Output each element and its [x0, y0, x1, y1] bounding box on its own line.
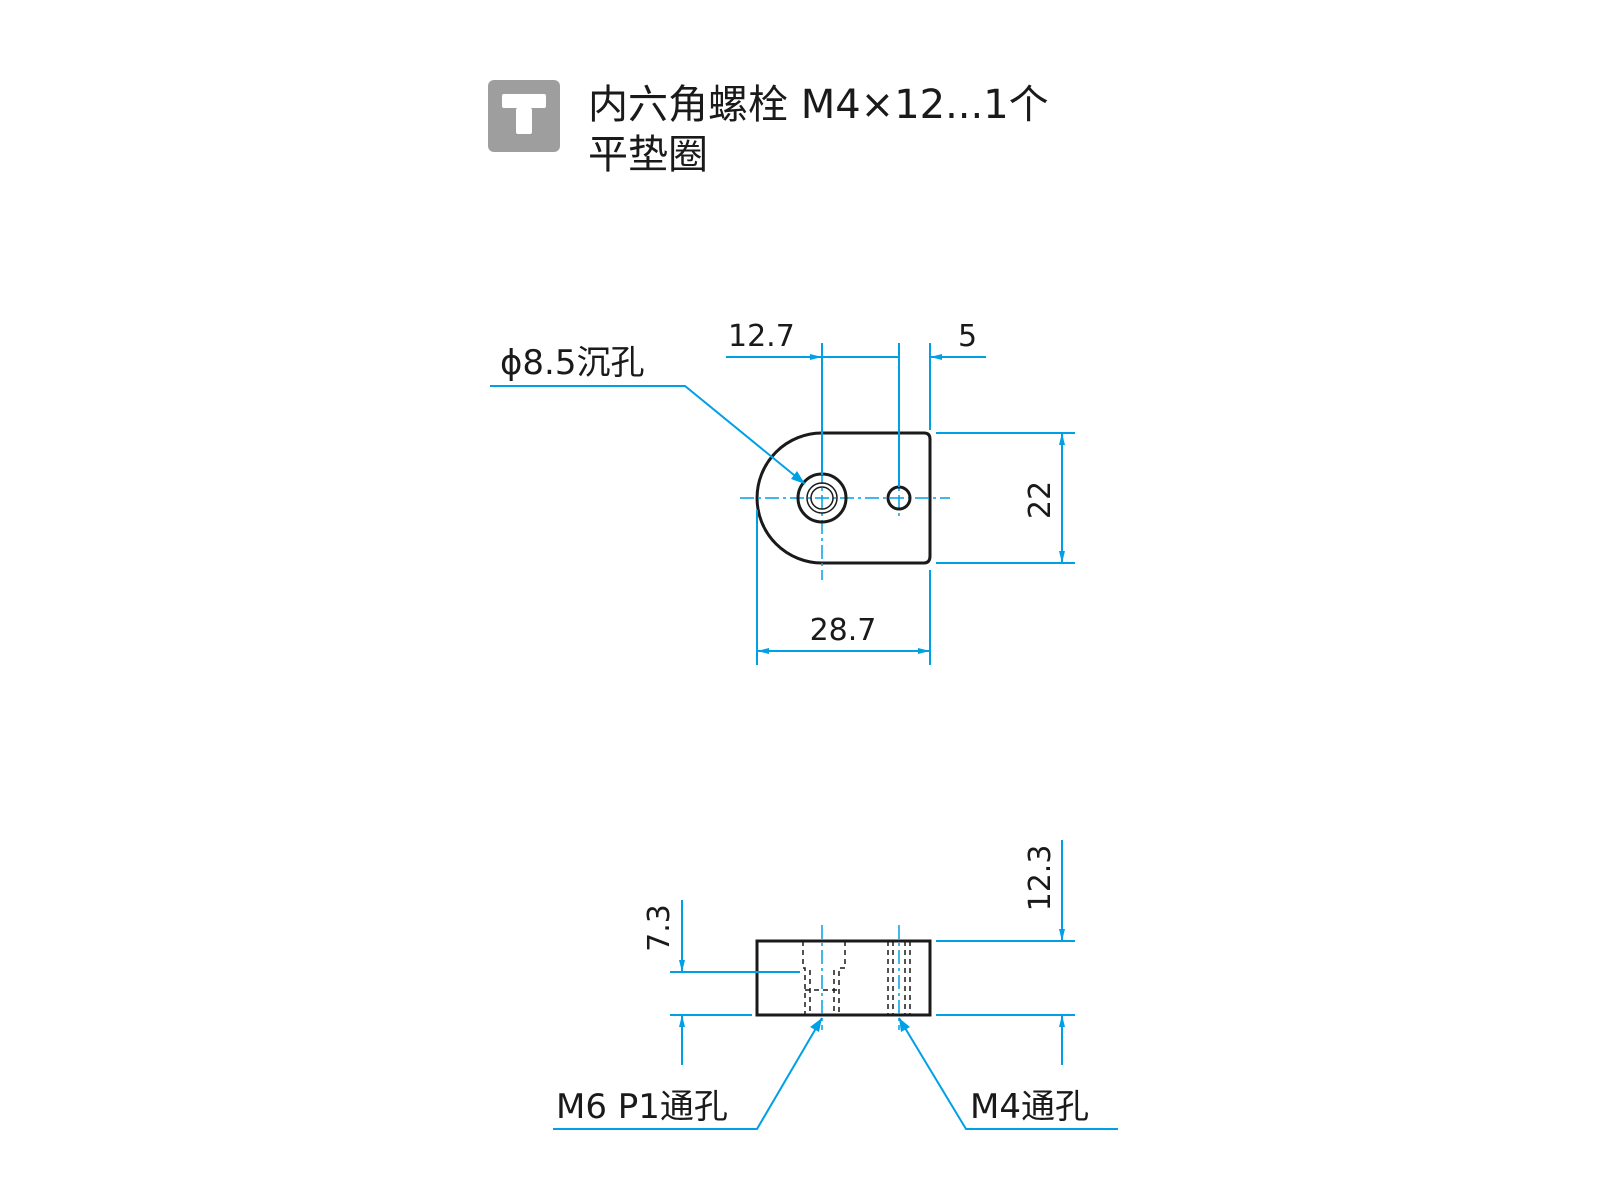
counterbore-thread: [810, 486, 834, 510]
title-line-2: 平垫圈: [588, 132, 708, 178]
bolt-icon: [488, 80, 560, 152]
top-view-outline: [755, 431, 932, 565]
m4-leader: [898, 1017, 1118, 1130]
dim-12-3: 12.3: [1023, 845, 1058, 912]
counterbore-hidden-left: [802, 941, 806, 1015]
dim-5: 5: [958, 319, 977, 354]
dim-22: 22: [1023, 481, 1058, 519]
title-line-1: 内六角螺栓 M4×12...1个: [588, 82, 1049, 128]
top-view: 12.7 5 22 28.7 ϕ8.5沉孔: [490, 319, 1075, 665]
counterbore-hidden-right: [838, 941, 846, 1015]
counterbore-inner: [806, 482, 838, 514]
counterbore-leader: [490, 385, 806, 485]
dim-28-7: 28.7: [810, 613, 877, 648]
m6-leader: [553, 1017, 823, 1130]
side-view: 7.3 12.3 M6 P1通孔 M4通孔: [553, 840, 1118, 1130]
m4-label: M4通孔: [970, 1087, 1089, 1127]
side-view-outline: [755, 939, 932, 1017]
m6-label: M6 P1通孔: [556, 1087, 728, 1127]
dim-7-3: 7.3: [642, 904, 677, 952]
dim-12-7: 12.7: [728, 319, 795, 354]
counterbore-label: ϕ8.5沉孔: [500, 343, 645, 383]
